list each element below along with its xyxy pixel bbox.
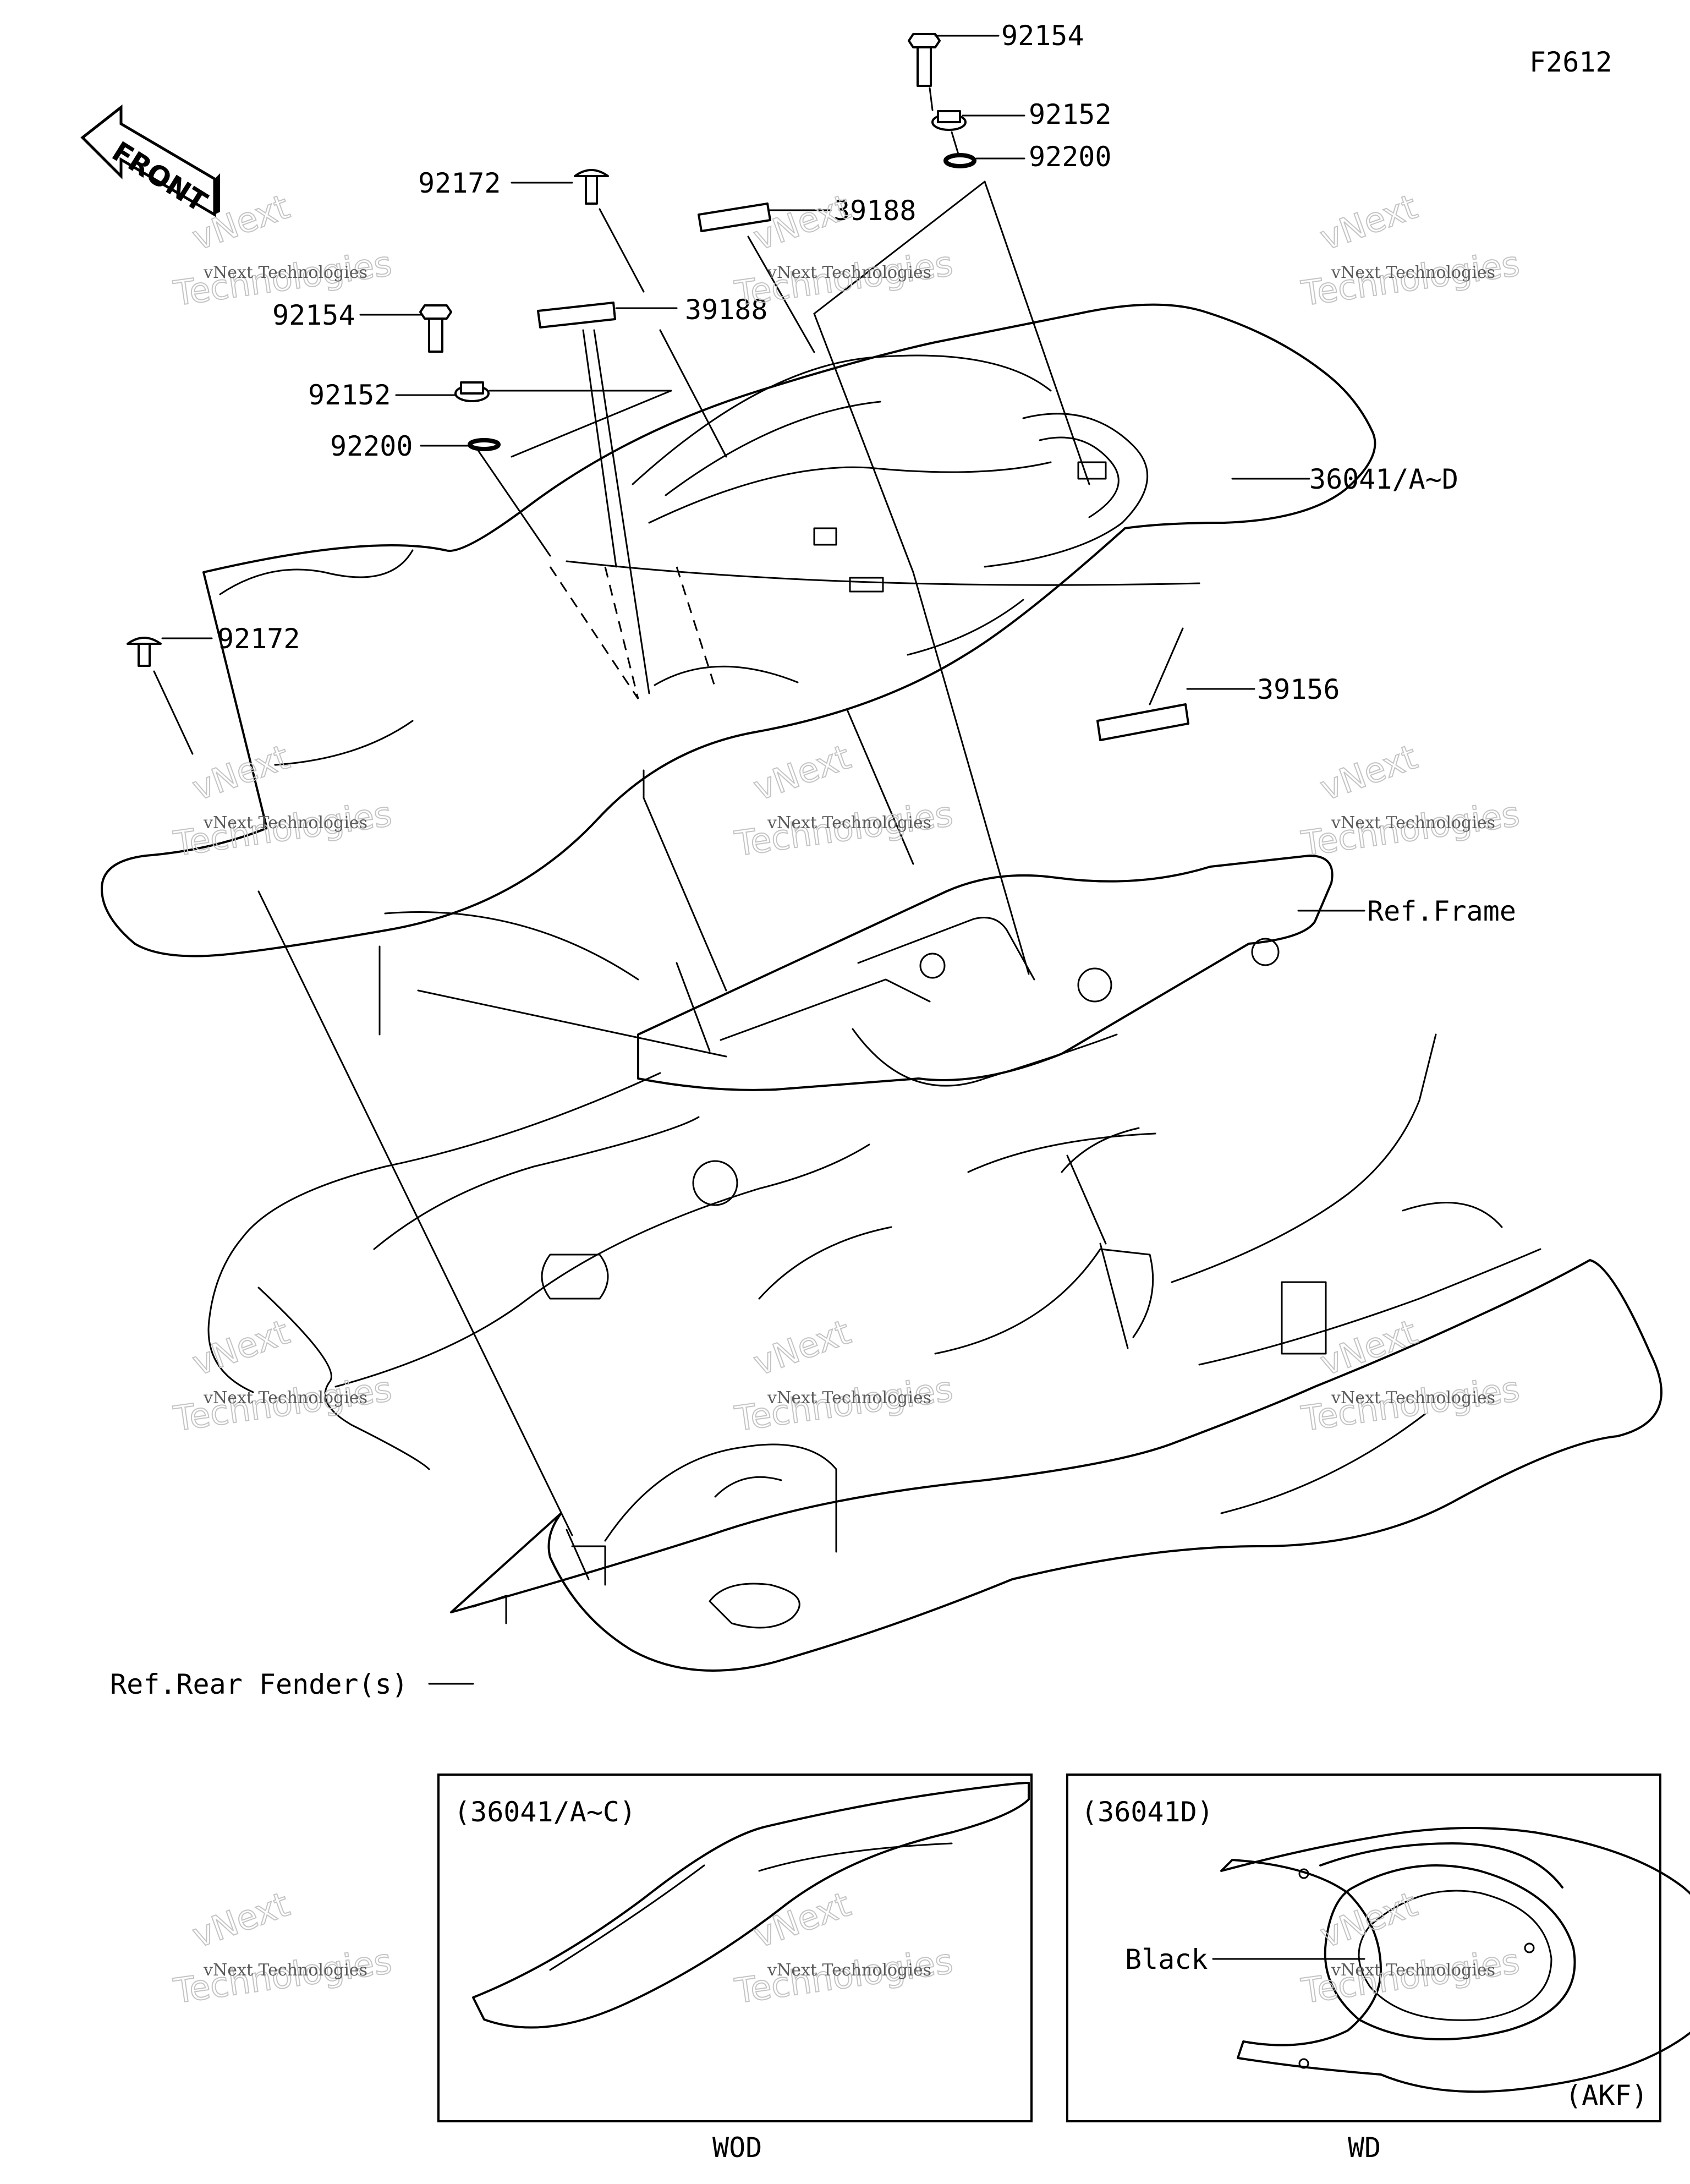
inset-36041d: (36041D) Black (AKF) WD [1066,1774,1690,2164]
callout-ref-fender: Ref.Rear Fender(s) [110,1668,408,1700]
bolt-92154-top-icon [908,33,941,87]
svg-text:vNext: vNext [187,1884,294,1956]
rear-fender-reference [450,1033,1662,1672]
svg-text:vNext Technologies: vNext Technologies [767,1388,931,1408]
svg-text:vNext: vNext [748,187,855,259]
svg-text:vNext Technologies: vNext Technologies [203,1388,367,1408]
svg-text:vNext Technologies: vNext Technologies [1331,263,1495,282]
inset-left-title: (36041/A~C) [454,1796,636,1828]
svg-text:vNext: vNext [1315,737,1422,809]
callout-39188-top: 39188 [833,195,917,227]
washer-92152-top-icon [931,110,967,131]
svg-text:vNext: vNext [187,1312,294,1384]
callout-92172-top: 92172 [418,167,501,199]
figure-code: F2612 [1529,46,1612,78]
callout-92200-top: 92200 [1029,141,1112,173]
screw-92172-top-icon [574,169,609,205]
watermark: Technologies vNext vNext Technologies [171,1884,395,2012]
svg-text:vNext Technologies: vNext Technologies [1331,1388,1495,1408]
bolt-92154-left-icon [419,304,452,353]
svg-text:vNext: vNext [748,737,855,809]
callout-92152-top: 92152 [1029,98,1112,130]
svg-text:vNext Technologies: vNext Technologies [203,1961,367,1980]
watermark: Technologies vNext vNext Technologies [732,1884,956,2012]
inset-right-black-label: Black [1125,1944,1208,1975]
watermark: Technologies vNext vNext Technologies [1298,1884,1523,2012]
inset-right-market: (AKF) [1565,2079,1648,2111]
inset-right-footer: WD [1348,2132,1381,2164]
svg-text:vNext: vNext [1315,1884,1422,1956]
svg-text:vNext: vNext [1315,187,1422,259]
inset-right-title: (36041D) [1081,1796,1214,1828]
callout-92152-left: 92152 [308,379,391,411]
ring-92200-top-icon [943,153,976,168]
svg-text:vNext: vNext [187,737,294,809]
label-39188-top-icon [698,202,771,232]
ring-92200-left-icon [468,438,501,451]
watermark: Technologies vNext vNext Technologies [732,736,956,864]
callout-ref-frame: Ref.Frame [1367,895,1516,927]
svg-text:vNext Technologies: vNext Technologies [767,263,931,282]
callout-92200-left: 92200 [330,430,413,462]
svg-text:vNext Technologies: vNext Technologies [203,813,367,833]
watermark: Technologies vNext vNext Technologies [171,1311,395,1439]
frame-reference [207,855,1334,1470]
callout-39188-mid: 39188 [685,294,768,326]
svg-text:vNext: vNext [748,1312,855,1384]
svg-text:vNext Technologies: vNext Technologies [1331,1961,1495,1980]
svg-text:vNext: vNext [1315,1312,1422,1384]
watermark: Technologies vNext vNext Technologies [1298,186,1523,314]
front-arrow-icon: FRONT [80,104,220,218]
svg-text:vNext Technologies: vNext Technologies [203,263,367,282]
svg-text:vNext Technologies: vNext Technologies [767,813,931,833]
inset-36041-a-c: (36041/A~C) WOD [437,1774,1033,2164]
screw-92172-left-icon [127,637,162,667]
label-39156-icon [1096,703,1189,741]
watermark: Technologies vNext vNext Technologies [1298,1311,1523,1439]
label-39188-mid-icon [537,302,616,329]
svg-text:vNext Technologies: vNext Technologies [1331,813,1495,833]
callout-92172-left: 92172 [217,623,300,655]
callout-39156: 39156 [1257,674,1340,705]
watermark: Technologies vNext vNext Technologies [732,1311,956,1439]
watermark: Technologies vNext vNext Technologies [171,736,395,864]
washer-92152-left-icon [454,381,490,402]
callout-92154-left: 92154 [272,299,355,331]
svg-text:vNext Technologies: vNext Technologies [767,1961,931,1980]
svg-text:vNext: vNext [748,1884,855,1956]
callout-92154-top: 92154 [1001,20,1084,52]
watermark: Technologies vNext vNext Technologies [1298,736,1523,864]
inset-left-footer: WOD [712,2132,762,2164]
callout-36041: 36041/A~D [1309,463,1458,495]
seat-cover-36041 [101,303,1376,957]
